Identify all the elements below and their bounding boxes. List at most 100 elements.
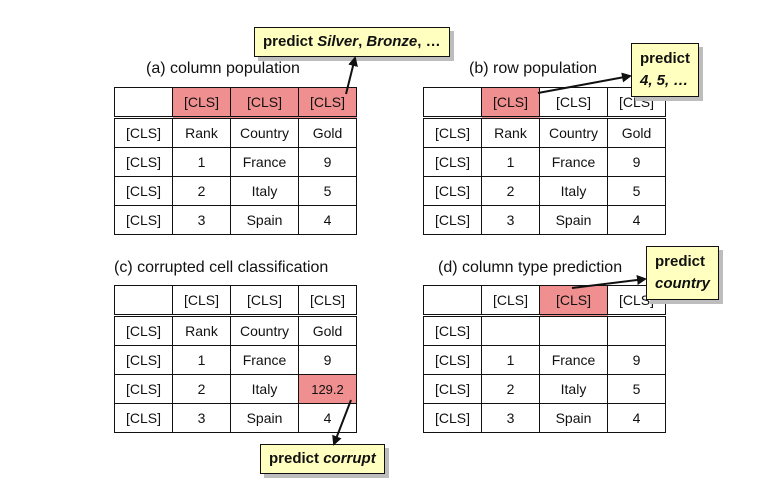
table-row: [CLS] 2 Italy 5 <box>423 374 666 404</box>
cell: France <box>539 147 608 177</box>
cell <box>607 314 666 346</box>
header-cell: [CLS] <box>230 285 299 316</box>
header-cell: [CLS] <box>481 285 540 316</box>
cell: Italy <box>230 176 299 206</box>
callout-d-line1: predict <box>655 253 706 270</box>
cell: 4 <box>607 403 666 433</box>
table-row: [CLS] Rank Country Gold <box>114 116 357 148</box>
cell: 5 <box>607 176 666 206</box>
cell: [CLS] <box>114 345 173 375</box>
table-b: [CLS] [CLS] [CLS] [CLS] Rank Country Gol… <box>423 87 666 235</box>
table-row: [CLS] 1 France 9 <box>423 345 666 375</box>
cell: [CLS] <box>114 116 173 148</box>
cell: Spain <box>230 403 299 433</box>
table-row: [CLS] 1 France 9 <box>114 147 357 177</box>
cell: 1 <box>481 345 540 375</box>
header-cell: [CLS] <box>298 285 357 316</box>
cell: 4 <box>298 205 357 235</box>
table-row: [CLS] 2 Italy 5 <box>423 176 666 206</box>
callout-c-prefix: predict <box>269 450 324 467</box>
cell: [CLS] <box>423 176 482 206</box>
cell: [CLS] <box>114 147 173 177</box>
cell: [CLS] <box>423 205 482 235</box>
callout-c-corrupt: corrupt <box>323 450 376 467</box>
cell: Spain <box>230 205 299 235</box>
cell: [CLS] <box>114 314 173 346</box>
cell: Gold <box>607 116 666 148</box>
header-cls-highlighted: [CLS] <box>172 87 231 118</box>
cell: Italy <box>230 374 299 404</box>
callout-d: predict country <box>646 246 720 300</box>
header-cls-highlighted: [CLS] <box>481 87 540 118</box>
cell: Country <box>539 116 608 148</box>
cell: Country <box>230 116 299 148</box>
cell: [CLS] <box>114 403 173 433</box>
callout-a-silver: Silver <box>317 33 359 50</box>
cell: 1 <box>172 345 231 375</box>
table-row: [CLS] 3 Spain 4 <box>423 205 666 235</box>
cell: [CLS] <box>114 374 173 404</box>
callout-a-sep: , <box>358 33 367 50</box>
callout-a: predict Silver, Bronze, … <box>254 27 450 57</box>
cell: France <box>539 345 608 375</box>
cell <box>539 314 608 346</box>
cell: Gold <box>298 116 357 148</box>
cell: [CLS] <box>114 205 173 235</box>
cell: Spain <box>539 403 608 433</box>
cell: 9 <box>298 147 357 177</box>
callout-c: predict corrupt <box>260 444 385 474</box>
header-cell <box>423 87 482 118</box>
cell: 4 <box>607 205 666 235</box>
cell: 2 <box>481 176 540 206</box>
callout-a-bronze: Bronze <box>366 33 418 50</box>
callout-b-line1: predict <box>640 50 691 67</box>
cell: Gold <box>298 314 357 346</box>
table-row: [CLS] 1 France 9 <box>423 147 666 177</box>
cell: Country <box>230 314 299 346</box>
cell: 5 <box>607 374 666 404</box>
cell: [CLS] <box>423 403 482 433</box>
cell: Rank <box>481 116 540 148</box>
header-cell <box>114 285 173 316</box>
cell: [CLS] <box>423 147 482 177</box>
cell: Italy <box>539 374 608 404</box>
callout-a-suffix: , … <box>417 33 441 50</box>
header-cell <box>114 87 173 118</box>
table-row: [CLS] <box>423 314 666 346</box>
callout-b: predict 4, 5, … <box>631 43 700 97</box>
callout-d-line2: country <box>655 275 711 292</box>
cell: [CLS] <box>423 345 482 375</box>
callout-b-line2: 4, 5, … <box>640 72 689 89</box>
header-cell: [CLS] <box>172 285 231 316</box>
header-cell: [CLS] <box>539 87 608 118</box>
cell: 3 <box>172 205 231 235</box>
table-row: [CLS] Rank Country Gold <box>423 116 666 148</box>
cell: Italy <box>539 176 608 206</box>
cell: 9 <box>607 147 666 177</box>
caption-c: (c) corrupted cell classification <box>114 259 329 276</box>
cell: Rank <box>172 116 231 148</box>
cell: Spain <box>539 205 608 235</box>
cell: 1 <box>172 147 231 177</box>
cell: [CLS] <box>423 116 482 148</box>
corrupted-cell: 129.2 <box>298 374 357 404</box>
cell: [CLS] <box>423 374 482 404</box>
cell: 2 <box>172 374 231 404</box>
cell: 9 <box>298 345 357 375</box>
cell: 3 <box>481 205 540 235</box>
cell: 9 <box>607 345 666 375</box>
cell: France <box>230 345 299 375</box>
header-cell <box>423 285 482 316</box>
cell: 2 <box>172 176 231 206</box>
caption-a: (a) column population <box>146 60 300 77</box>
table-c: [CLS] [CLS] [CLS] [CLS] Rank Country Gol… <box>114 285 357 433</box>
table-row: [CLS] 2 Italy 5 <box>114 176 357 206</box>
cell: 1 <box>481 147 540 177</box>
header-cls-highlighted: [CLS] <box>230 87 299 118</box>
cell <box>481 314 540 346</box>
cell: France <box>230 147 299 177</box>
cell: [CLS] <box>423 314 482 346</box>
table-row: [CLS] Rank Country Gold <box>114 314 357 346</box>
cell: 3 <box>172 403 231 433</box>
cell: Rank <box>172 314 231 346</box>
